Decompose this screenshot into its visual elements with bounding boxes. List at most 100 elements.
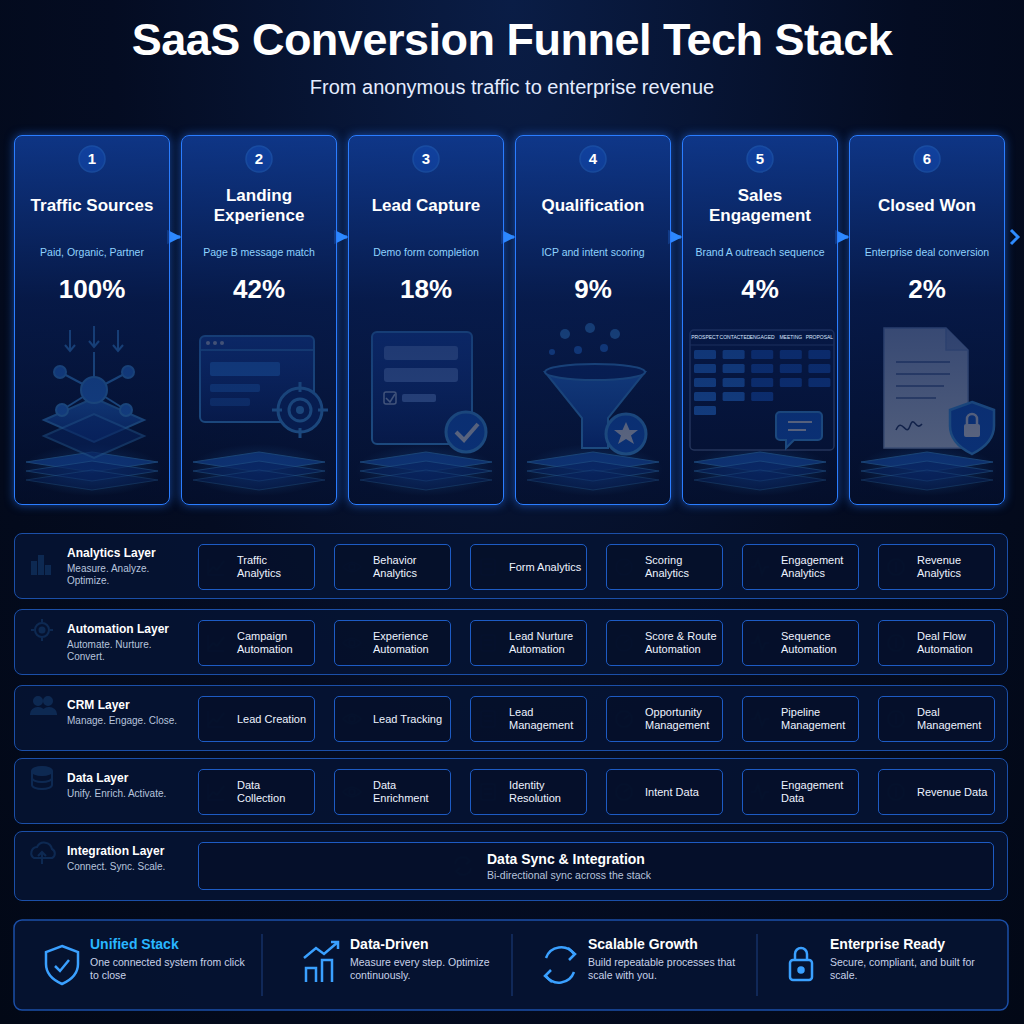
tool-box: Revenue Data: [878, 769, 995, 815]
card-text-1: Sales Engagement: [683, 184, 837, 228]
cell-text-0: Lead Creation: [237, 713, 310, 726]
feat-text-0: Unified Stack: [90, 936, 179, 952]
band-text-1: Measure. Analyze. Optimize.: [67, 563, 179, 587]
trailing-chevron: [1011, 230, 1018, 244]
sync-text-1: Bi-directional sync across the stack: [487, 868, 651, 882]
tool-box: Identity Resolution: [470, 769, 587, 815]
tool-box: Opportunity Management: [606, 696, 723, 742]
band-text-0: Data Layer: [67, 771, 128, 785]
column-label: CONTACTED: [720, 334, 748, 340]
cell-text-0: Opportunity Management: [645, 706, 718, 732]
polyline-shape: [545, 970, 552, 982]
stage-card: 4QualificationICP and intent scoring9%: [515, 135, 671, 505]
path-shape: [795, 948, 807, 960]
line-shape: [512, 934, 513, 996]
tool-box: Deal Flow Automation: [878, 620, 995, 666]
sync-text-0: Data Sync & Integration: [487, 851, 645, 868]
feat-text-1: Build repeatable processes that scale wi…: [588, 956, 746, 982]
circle-shape: [799, 968, 804, 973]
tool-box: Lead Tracking: [334, 696, 451, 742]
band-text-1: Connect. Sync. Scale.: [67, 861, 179, 873]
stage-card: 6Closed WonEnterprise deal conversion2%: [849, 135, 1005, 505]
card-text-1: Landing Experience: [182, 184, 336, 228]
column-label: PROPOSAL: [805, 334, 833, 340]
tool-box: Lead Management: [470, 696, 587, 742]
layer-band: Data LayerUnify. Enrich. Activate.Data C…: [14, 758, 1008, 824]
cell-text-0: Score & Route Automation: [645, 630, 718, 656]
card-text-3: 9%: [516, 272, 670, 306]
tool-box: Data Collection: [198, 769, 315, 815]
caption: From anonymous traffic to enterprise rev…: [0, 76, 1024, 99]
layer-band: CRM LayerManage. Engage. Close.Lead Crea…: [14, 685, 1008, 751]
flow-arrow: [672, 236, 681, 239]
column-label: PROSPECT: [691, 334, 719, 340]
cell-text-0: Lead Management: [509, 706, 582, 732]
card-text-1: Qualification: [516, 184, 670, 228]
cell-text-0: Lead Tracking: [373, 713, 446, 726]
stage-card: 1Traffic SourcesPaid, Organic, Partner10…: [14, 135, 170, 505]
feat-text-0: Scalable Growth: [588, 936, 698, 952]
layer-band: Automation LayerAutomate. Nurture. Conve…: [14, 609, 1008, 675]
flow-arrow: [171, 236, 180, 239]
tool-box: Engagement Analytics: [742, 544, 859, 590]
feature-item: Enterprise ReadySecure, compliant, and b…: [772, 928, 996, 1002]
line-shape: [262, 934, 263, 996]
tool-box: Intent Data: [606, 769, 723, 815]
flow-arrow: [839, 236, 848, 239]
cell-text-0: Deal Management: [917, 706, 990, 732]
line-shape: [757, 934, 758, 996]
tool-box: Revenue Analytics: [878, 544, 995, 590]
card-text-0: 1: [15, 147, 169, 171]
tool-box: Data Enrichment: [334, 769, 451, 815]
cell-text-0: Engagement Data: [781, 779, 854, 805]
card-text-2: Page B message match: [182, 246, 336, 259]
cell-text-0: Form Analytics: [509, 561, 582, 574]
card-text-2: Enterprise deal conversion: [850, 246, 1004, 259]
cell-text-0: Behavior Analytics: [373, 554, 446, 580]
polyline-shape: [322, 960, 332, 982]
card-text-2: Paid, Organic, Partner: [15, 246, 169, 259]
card-text-0: 4: [516, 147, 670, 171]
polyline-shape: [306, 968, 316, 982]
cell-text-0: Pipeline Management: [781, 706, 854, 732]
card-text-0: 5: [683, 147, 837, 171]
layer-band: Integration LayerConnect. Sync. Scale.Da…: [14, 831, 1008, 901]
tool-box: Pipeline Management: [742, 696, 859, 742]
tool-box: Score & Route Automation: [606, 620, 723, 666]
flow-arrow: [338, 236, 347, 239]
cell-text-0: Revenue Data: [917, 786, 990, 799]
cell-text-0: Experience Automation: [373, 630, 446, 656]
card-text-0: 3: [349, 147, 503, 171]
cell-text-0: Data Enrichment: [373, 779, 446, 805]
card-text-2: Demo form completion: [349, 246, 503, 259]
tool-box: Scoring Analytics: [606, 544, 723, 590]
band-text-0: Automation Layer: [67, 622, 169, 636]
card-text-3: 42%: [182, 272, 336, 306]
flow-arrow: [505, 236, 514, 239]
polyline-shape: [568, 948, 575, 960]
tool-box: Lead Nurture Automation: [470, 620, 587, 666]
feat-text-0: Data-Driven: [350, 936, 429, 952]
polyline-shape: [304, 942, 338, 958]
column-label: MEETING: [777, 334, 805, 340]
tool-box: Lead Creation: [198, 696, 315, 742]
card-text-3: 2%: [850, 272, 1004, 306]
cell-text-0: Engagement Analytics: [781, 554, 854, 580]
feat-text-1: One connected system from click to close: [90, 956, 248, 982]
card-text-0: 6: [850, 147, 1004, 171]
card-text-1: Lead Capture: [349, 184, 503, 228]
polyline-shape: [331, 942, 338, 949]
feature-item: Data-DrivenMeasure every step. Optimize …: [292, 928, 516, 1002]
polyline-shape: [55, 960, 69, 971]
feature-panel: [14, 920, 1008, 1010]
card-text-0: 2: [182, 147, 336, 171]
cell-text-0: Scoring Analytics: [645, 554, 718, 580]
band-text-0: CRM Layer: [67, 698, 130, 712]
cell-text-0: Deal Flow Automation: [917, 630, 990, 656]
card-text-3: 18%: [349, 272, 503, 306]
tool-box: Engagement Data: [742, 769, 859, 815]
tool-box: Experience Automation: [334, 620, 451, 666]
